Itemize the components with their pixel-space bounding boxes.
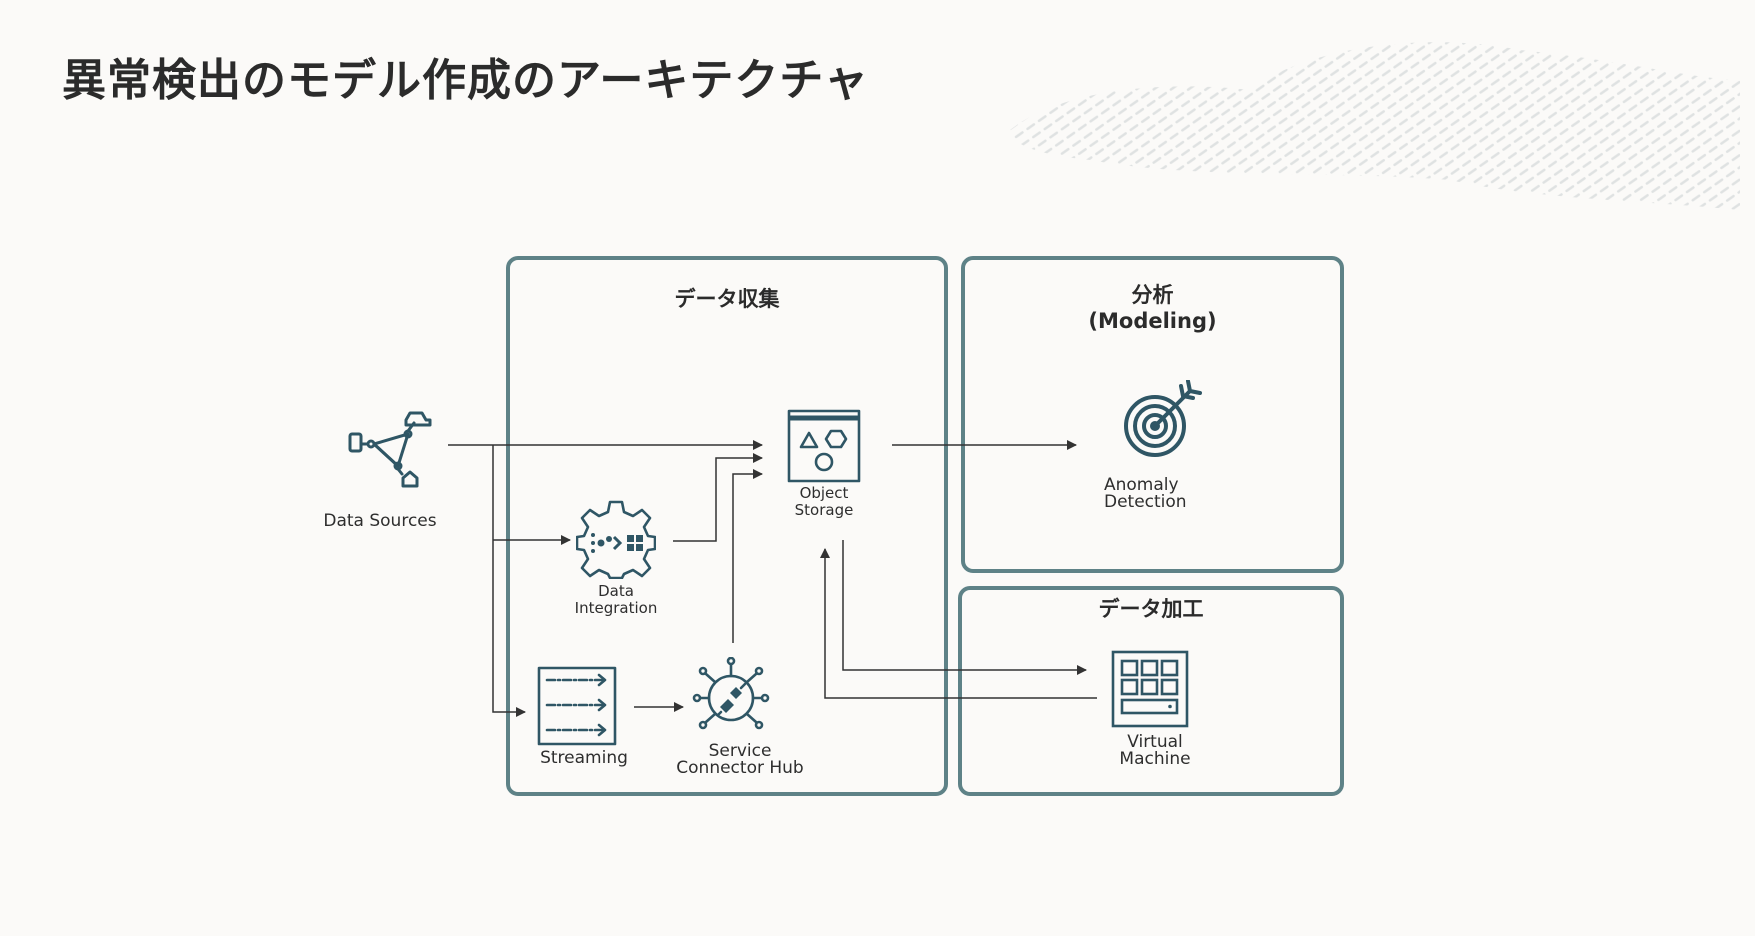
node-label-streaming: Streaming — [540, 748, 628, 768]
target-icon — [1124, 380, 1202, 457]
service-connector-hub-icon — [692, 657, 770, 730]
group-label-data-processing: データ加工 — [1098, 597, 1204, 621]
node-label-data-sources: Data Sources — [323, 511, 437, 531]
arrow-hub-to-storage — [732, 469, 763, 643]
decorative-texture — [1010, 42, 1740, 211]
streaming-icon — [537, 666, 617, 746]
node-label-virtual-machine: Virtual Machine — [1119, 732, 1191, 769]
iot-network-icon — [348, 411, 432, 488]
node-label-data-integration: Data Integration — [574, 582, 658, 617]
arrow-vm-to-storage — [820, 548, 1097, 699]
data-integration-gear-icon — [576, 500, 656, 579]
node-label-service-connector-hub: Service Connector Hub — [676, 741, 804, 778]
arrow-sources-branch — [492, 445, 526, 717]
arrow-storage-to-vm — [842, 540, 1087, 675]
node-label-anomaly-detection: Anomaly Detection — [1104, 475, 1187, 512]
group-analysis: 分析 (Modeling) — [961, 256, 1344, 573]
group-data-processing: データ加工 — [958, 586, 1344, 796]
arrow-integration-to-storage — [673, 453, 763, 542]
group-label-analysis: 分析 (Modeling) — [1088, 283, 1217, 333]
virtual-machine-icon — [1111, 650, 1189, 728]
group-data-collection: データ収集 — [506, 256, 948, 796]
object-storage-icon — [787, 409, 861, 483]
group-label-data-collection: データ収集 — [674, 287, 780, 311]
node-label-object-storage: Object Storage — [794, 484, 854, 519]
page-title: 異常検出のモデル作成のアーキテクチャ — [62, 55, 869, 106]
